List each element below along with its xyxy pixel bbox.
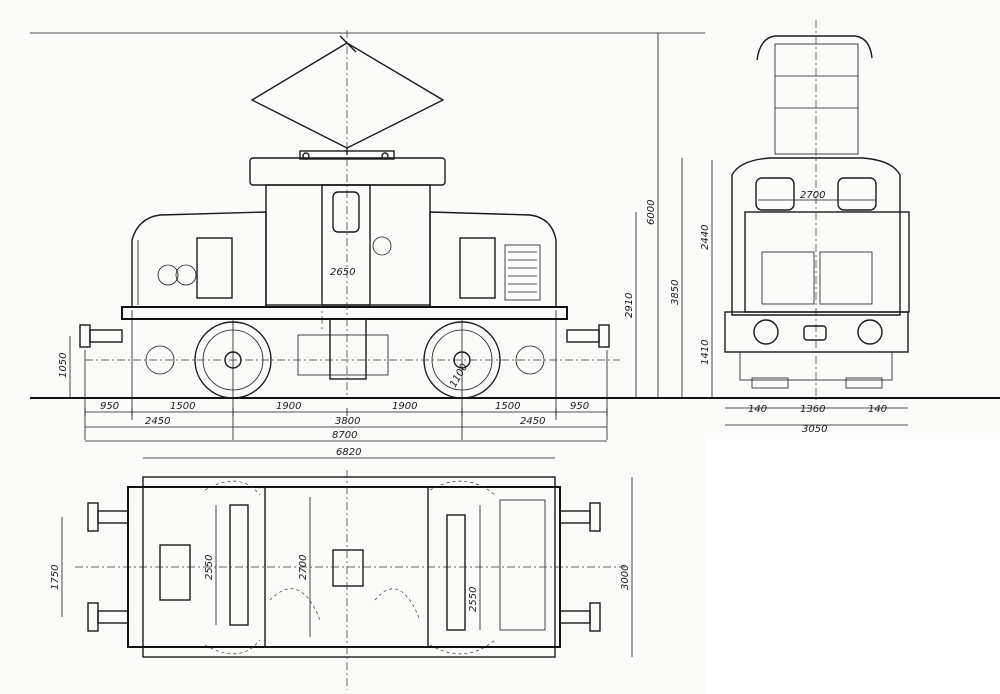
center-box (297, 334, 389, 376)
plan-inner-dim-2: 2550 (468, 587, 479, 612)
end-hood-door-right (819, 251, 873, 305)
dim-row1-3: 1900 (392, 401, 417, 412)
plan-resistor-right (446, 514, 466, 631)
end-view: 2700 2440 1410 140 1360 140 3050 (700, 20, 910, 435)
dim-row1-5: 950 (570, 401, 589, 412)
side-view: 2650 1100 950 1500 1900 1900 1500 950 24… (30, 30, 1000, 442)
dim-overall: 8700 (332, 430, 357, 441)
vdim-roof: 3850 (670, 280, 681, 305)
cab-door (321, 184, 371, 306)
end-top-width: 2700 (800, 190, 825, 201)
end-pantograph (756, 20, 873, 400)
plan-controller (332, 549, 364, 587)
end-lamp-right (857, 319, 883, 345)
end-body (731, 157, 901, 316)
plan-buffers (87, 502, 601, 632)
step-box (329, 318, 367, 380)
plan-motor (159, 544, 191, 601)
right-hood-door (459, 237, 496, 299)
plan-resistor-left (229, 504, 249, 626)
cab-door-window (332, 191, 360, 233)
plan-inner-dim-0: 2550 (204, 555, 215, 580)
end-overall-width: 3050 (802, 424, 827, 435)
vdim-total: 6000 (646, 200, 657, 225)
cab-width-label: 2650 (330, 267, 355, 278)
handwheel (372, 236, 392, 256)
buffer-left (79, 324, 123, 348)
plan-overall-width: 3000 (620, 565, 631, 590)
plan-compartment (499, 499, 546, 631)
dim-row1-4: 1500 (495, 401, 520, 412)
end-bottom-dim-2: 140 (868, 404, 887, 415)
right-hood (429, 211, 557, 308)
plan-overall-length: 6820 (336, 447, 361, 458)
dim-row2-1: 3800 (335, 416, 360, 427)
end-hood-door-left (761, 251, 815, 305)
end-window-left (755, 177, 795, 211)
louvre-panel (504, 244, 541, 301)
plan-buffer-spacing: 1750 (50, 565, 61, 590)
dim-row1-2: 1900 (276, 401, 301, 412)
plan-inner-dim-1: 2700 (298, 555, 309, 580)
end-bogie (739, 351, 893, 381)
dim-row1-0: 950 (100, 401, 119, 412)
end-coupler (803, 325, 827, 341)
dim-row2-0: 2450 (145, 416, 170, 427)
blank-corner (705, 433, 1000, 694)
end-vdim-lower: 1410 (700, 340, 711, 365)
end-vdim-upper: 2440 (700, 225, 711, 250)
end-lamp-left (753, 319, 779, 345)
vdim-buffer: 1050 (58, 353, 69, 378)
end-window-right (837, 177, 877, 211)
plan-view: 6820 2550 (50, 447, 633, 690)
vdim-cab: 2910 (624, 293, 635, 318)
left-hood (131, 211, 267, 308)
dim-row1-1: 1500 (170, 401, 195, 412)
left-hood-door (196, 237, 233, 299)
dim-row2-2: 2450 (520, 416, 545, 427)
buffer-right (566, 324, 610, 348)
end-bottom-dim-0: 140 (748, 404, 767, 415)
end-bottom-dim-1: 1360 (800, 404, 825, 415)
